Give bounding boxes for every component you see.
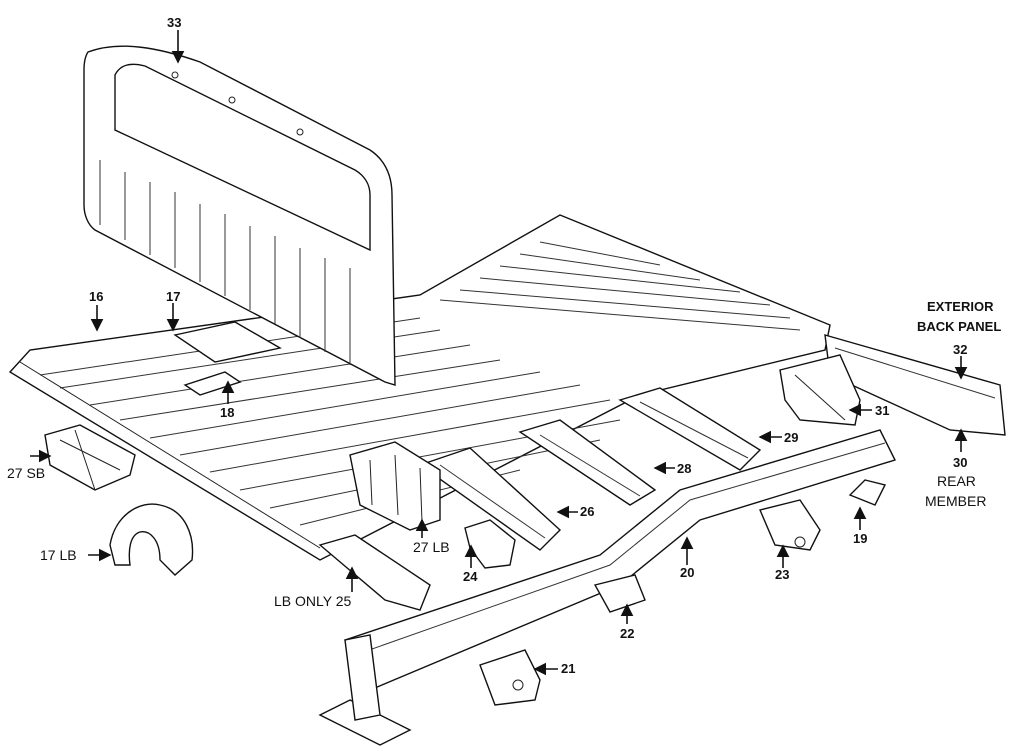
crossmember-25 (318, 534, 431, 611)
hanger-23 (759, 499, 821, 551)
callout-24: 24 (463, 569, 478, 584)
callout-21: 21 (561, 661, 576, 676)
callout-32: 32 (953, 342, 968, 357)
callout-27-lb: 27 LB (413, 539, 450, 555)
callout-27-sb: 27 SB (7, 465, 46, 481)
bracket-19 (848, 479, 887, 506)
callout-18: 18 (220, 405, 235, 420)
callout-16: 16 (89, 289, 104, 304)
label-back-panel: BACK PANEL (917, 319, 1002, 334)
callout-20: 20 (680, 565, 695, 580)
label-rear: REAR (937, 473, 976, 489)
callout-33: 33 (167, 15, 182, 30)
floor-brace-17 (173, 321, 282, 363)
crossmember-26 (418, 447, 562, 551)
bracket-27-lb (349, 441, 441, 531)
hanger-21 (479, 649, 541, 706)
callout-31: 31 (875, 403, 890, 418)
callout-23: 23 (775, 567, 790, 582)
callout-19: 19 (853, 531, 868, 546)
callout-25: LB ONLY 25 (274, 593, 352, 609)
floor-brace-18 (183, 371, 242, 396)
callout-17: 17 (166, 289, 181, 304)
side-rail-20 (318, 429, 896, 746)
front-panel (83, 45, 396, 386)
callout-22: 22 (620, 626, 635, 641)
callout-26: 26 (580, 504, 595, 519)
bracket-17-lb (109, 503, 194, 576)
callout-28: 28 (677, 461, 692, 476)
crossmember-28 (518, 419, 657, 506)
floor-pan (8, 214, 831, 561)
callout-17-lb: 17 LB (40, 547, 77, 563)
hanger-22 (593, 574, 646, 613)
leader-lines (30, 30, 968, 676)
bracket-27-sb (44, 424, 136, 491)
panel-31 (779, 354, 861, 426)
label-member: MEMBER (925, 493, 987, 509)
label-exterior: EXTERIOR (927, 299, 994, 314)
callout-30: 30 (953, 455, 968, 470)
crossmember-29 (618, 387, 762, 471)
callout-29: 29 (784, 430, 799, 445)
